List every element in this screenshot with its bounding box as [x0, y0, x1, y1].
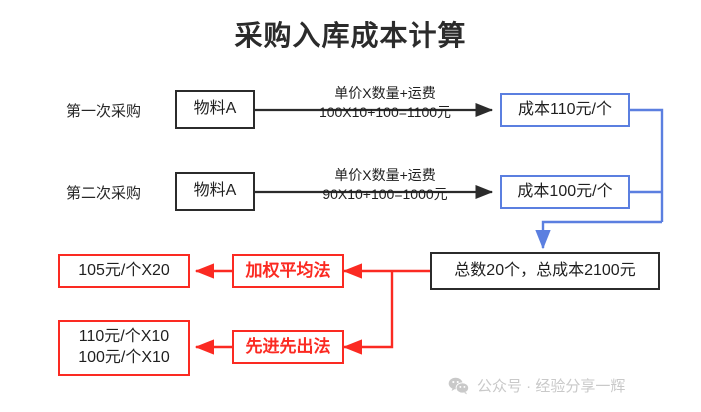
cost-box-row-2: 成本100元/个	[500, 175, 630, 209]
watermark-text: 公众号 · 经验分享一辉	[477, 378, 626, 395]
result-fifo-line-1: 110元/个X10	[78, 328, 170, 346]
wechat-icon	[448, 377, 470, 394]
formula-top-row-2: 单价X数量+运费	[334, 167, 436, 183]
method-box-fifo: 先进先出法	[232, 330, 344, 364]
total-summary-box: 总数20个，总成本2100元	[430, 252, 660, 290]
row-label-second-purchase: 第二次采购	[66, 185, 142, 202]
formula-label-row-1: 单价X数量+运费 100X10+100=1100元	[280, 84, 490, 122]
formula-bottom-row-2: 90X10+100=1000元	[322, 185, 448, 202]
page-title: 采购入库成本计算	[234, 20, 467, 51]
formula-label-row-2: 单价X数量+运费 90X10+100=1000元	[280, 166, 490, 204]
result-weighted-average-line-1: 105元/个X20	[78, 261, 170, 279]
row-label-first-purchase: 第一次采购	[66, 103, 142, 120]
formula-bottom-row-1: 100X10+100=1100元	[318, 103, 452, 120]
result-fifo-line-2: 100元/个X10	[78, 349, 170, 366]
formula-top-row-1: 单价X数量+运费	[334, 85, 436, 101]
watermark: 公众号 · 经验分享一辉	[448, 375, 625, 396]
result-box-fifo: 110元/个X10 100元/个X10	[58, 320, 190, 376]
cost-box-row-1: 成本110元/个	[500, 93, 630, 127]
material-box-row-1: 物料A	[175, 90, 255, 129]
method-box-weighted-average: 加权平均法	[232, 254, 344, 288]
result-box-weighted-average: 105元/个X20	[58, 254, 190, 288]
material-box-row-2: 物料A	[175, 172, 255, 211]
